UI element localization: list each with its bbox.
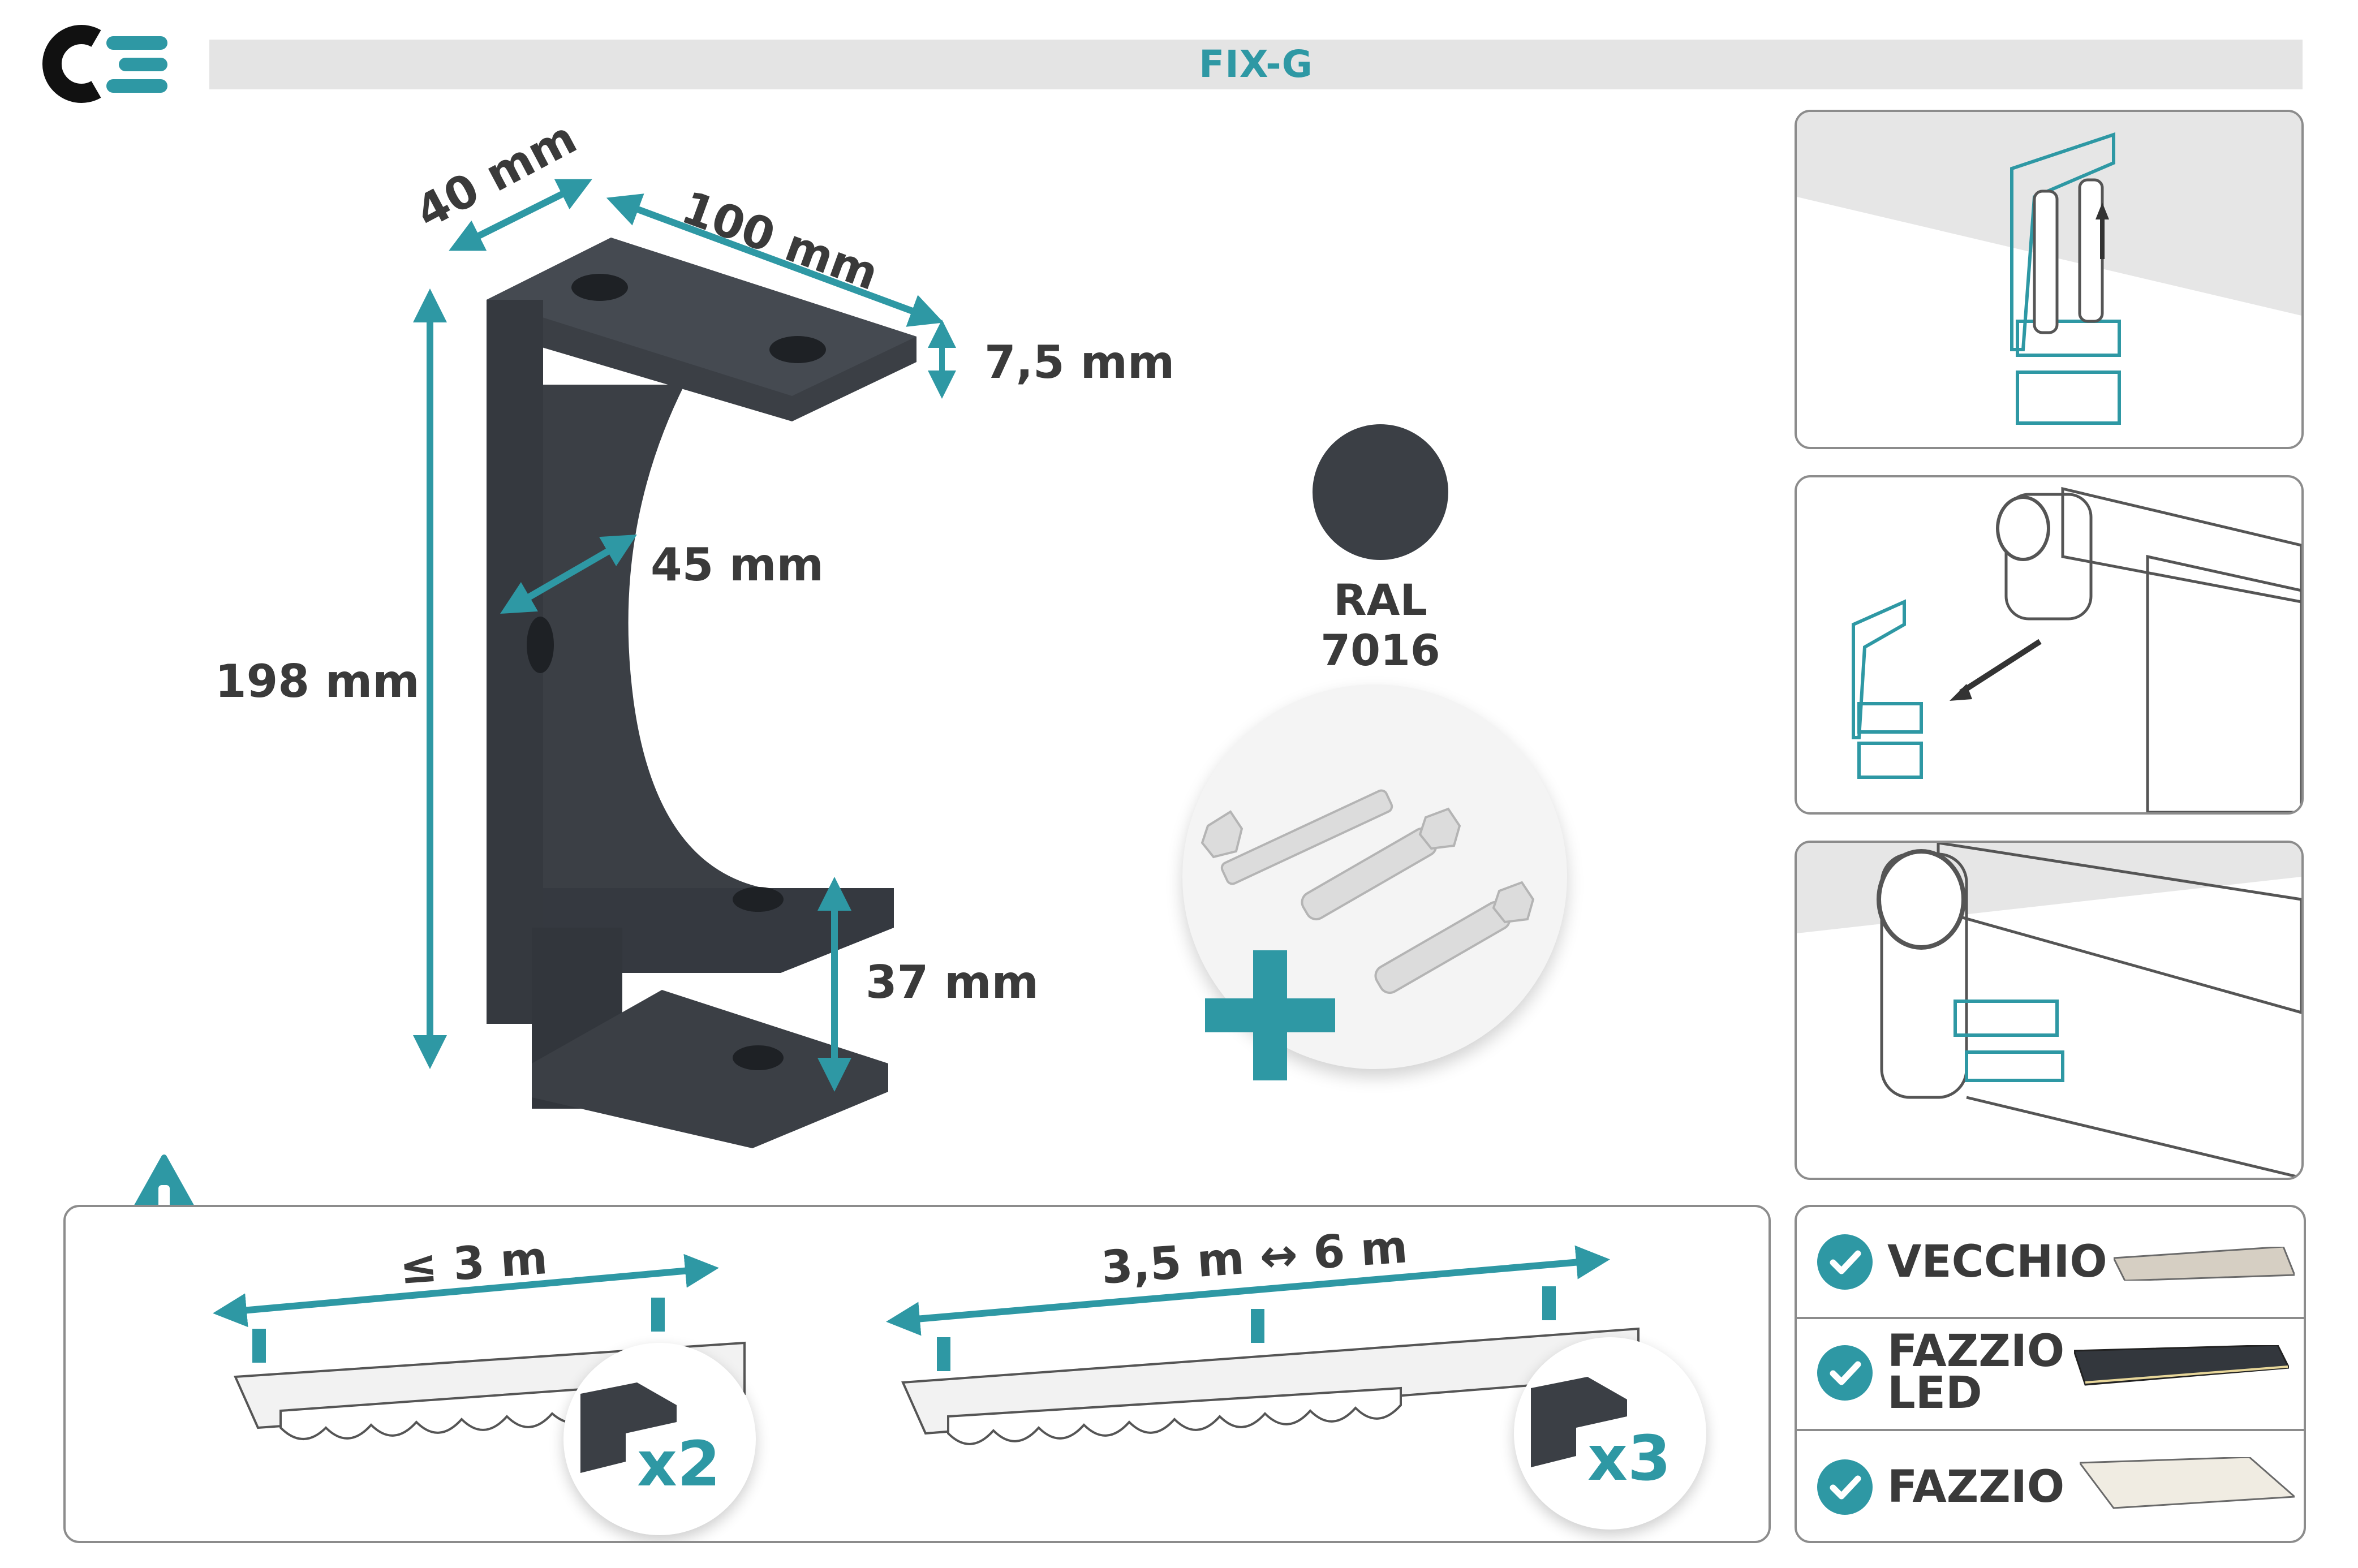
awning-thumbnail (2080, 1457, 2295, 1509)
bracket-shape (487, 238, 916, 1148)
install-step-1 (1795, 110, 2304, 449)
check-icon (1817, 1234, 1873, 1290)
span-line-small (213, 1253, 719, 1328)
awning-thumbnail (2074, 1345, 2289, 1386)
awning-large (901, 1286, 1640, 1445)
count-label-small: x2 (637, 1428, 721, 1500)
bracket-icon (580, 1382, 677, 1473)
compat-row-vecchio: VECCHIO (1797, 1207, 2304, 1319)
check-icon (1817, 1345, 1873, 1401)
compat-label: FAZZIO (1887, 1462, 2065, 1513)
dim-line-opening (500, 534, 637, 614)
count-badge-small: x2 (563, 1343, 756, 1535)
awning-illustrations (213, 1245, 1640, 1445)
brand-logo (34, 21, 175, 106)
length-requirements-panel: ≤ 3 m 3,5 m ↔ 6 m x2 x3 (63, 1205, 1771, 1543)
dim-opening: 45 mm (651, 539, 824, 591)
awning-thumbnail (2114, 1247, 2295, 1281)
install-step-3 (1795, 841, 2304, 1180)
compat-label: FAZZIO (1887, 1326, 2065, 1377)
compat-row-fazzio-led: FAZZIO LED (1797, 1317, 2304, 1431)
compat-row-fazzio: FAZZIO (1797, 1429, 2304, 1541)
color-label: RAL 7016 (1320, 575, 1440, 675)
ce-logo-icon (42, 25, 167, 103)
check-icon (1817, 1459, 1873, 1515)
dim-line-depth (449, 179, 592, 251)
wall-mount-illustration (1797, 112, 2301, 425)
span-line-large (886, 1245, 1610, 1336)
install-step-2 (1795, 475, 2304, 815)
dim-lower: 37 mm (866, 956, 1039, 1009)
count-label-large: x3 (1587, 1422, 1671, 1494)
dim-line-width (606, 193, 944, 327)
screws-and-anchors-icon (1200, 789, 1535, 994)
count-badge-large: x3 (1514, 1337, 1706, 1530)
mounted-illustration (1797, 843, 2301, 1178)
dim-thickness: 7,5 mm (984, 336, 1175, 389)
header-bar: FIX-G (209, 40, 2303, 89)
span-label-small: ≤ 3 m (398, 1231, 549, 1295)
page-title: FIX-G (1199, 42, 1313, 86)
bracket-drawing (413, 179, 956, 1148)
bracket-icon (1531, 1377, 1627, 1467)
compat-label: VECCHIO (1887, 1237, 2107, 1287)
slide-in-illustration (1852, 486, 2301, 812)
dim-height: 198 mm (215, 655, 420, 708)
color-swatch (1313, 424, 1448, 560)
plus-icon (1205, 950, 1335, 1080)
compat-sublabel: LED (1887, 1368, 1982, 1419)
compatibility-panel: VECCHIO FAZZIO LED FAZZIO (1795, 1205, 2306, 1543)
